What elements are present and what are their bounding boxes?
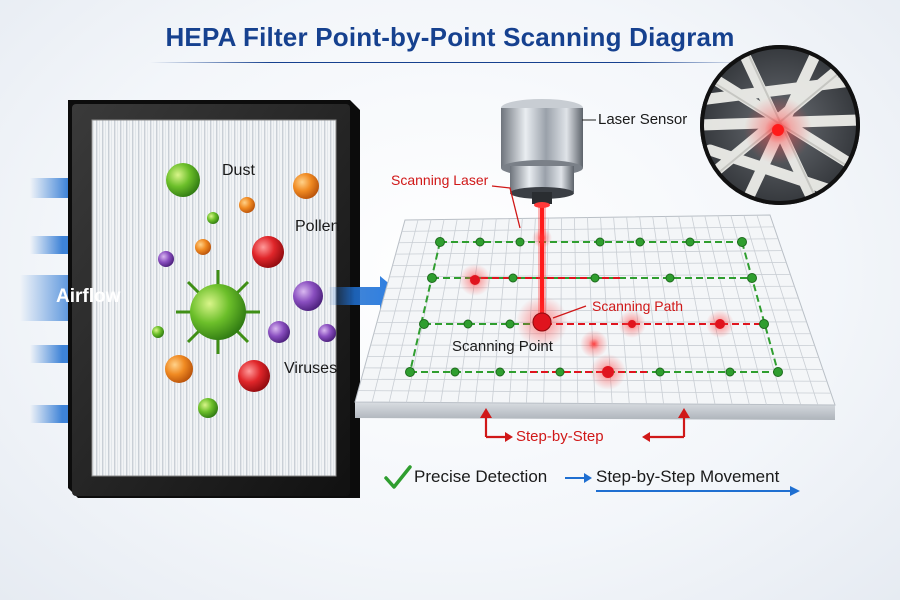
virus-green-large bbox=[176, 270, 260, 354]
grid-line bbox=[392, 262, 787, 266]
step-bracket bbox=[480, 408, 690, 442]
dust-particle bbox=[198, 398, 218, 418]
laser-sensor-label: Laser Sensor bbox=[598, 111, 688, 128]
pollen-label: Pollen bbox=[295, 218, 340, 235]
movement-underline-arrow bbox=[596, 486, 800, 496]
viruses-label: Viruses bbox=[284, 360, 338, 377]
virus-particle bbox=[252, 236, 284, 268]
virus-particle bbox=[268, 321, 290, 343]
airflow-label: Airflow bbox=[56, 286, 121, 307]
pollen-particle bbox=[195, 239, 211, 255]
grid-line bbox=[398, 238, 779, 244]
scanning-path-label: Scanning Path bbox=[592, 298, 684, 314]
page-title: HEPA Filter Point-by-Point Scanning Diag… bbox=[165, 22, 735, 52]
particles bbox=[152, 163, 336, 418]
virus-particle bbox=[293, 281, 323, 311]
dust-particle bbox=[207, 212, 219, 224]
laser-sensor-icon bbox=[501, 99, 583, 348]
grid-line bbox=[376, 321, 807, 323]
red-leader-lines bbox=[491, 185, 587, 319]
scanning-point-label: Scanning Point bbox=[452, 338, 553, 355]
checkmark-icon bbox=[384, 465, 412, 489]
step-by-step-movement-label: Step-by-Step Movement bbox=[596, 467, 780, 486]
pollen-particle bbox=[239, 197, 255, 213]
grid-line bbox=[401, 226, 775, 232]
pollen-particle bbox=[165, 355, 193, 383]
grid-line bbox=[389, 273, 791, 278]
magnifier-inset-icon bbox=[700, 45, 860, 205]
dust-particle bbox=[166, 163, 200, 197]
grid-line bbox=[386, 285, 795, 289]
scanning-laser-label: Scanning Laser bbox=[391, 172, 489, 188]
dust-label: Dust bbox=[222, 162, 255, 179]
scanning-path bbox=[405, 237, 783, 390]
grid-line bbox=[379, 309, 803, 312]
filter-media-panel bbox=[354, 214, 836, 420]
grid-line bbox=[395, 250, 783, 255]
virus-particle bbox=[318, 324, 336, 342]
arrow-right-icon bbox=[565, 473, 592, 483]
grid-line bbox=[358, 390, 831, 394]
virus-particle bbox=[158, 251, 174, 267]
virus-particle bbox=[238, 360, 270, 392]
step-by-step-label: Step-by-Step bbox=[516, 428, 604, 445]
precise-detection-label: Precise Detection bbox=[414, 467, 548, 486]
title-divider bbox=[150, 62, 750, 63]
grid-line bbox=[383, 297, 799, 301]
dust-particle bbox=[152, 326, 164, 338]
pollen-particle bbox=[293, 173, 319, 199]
